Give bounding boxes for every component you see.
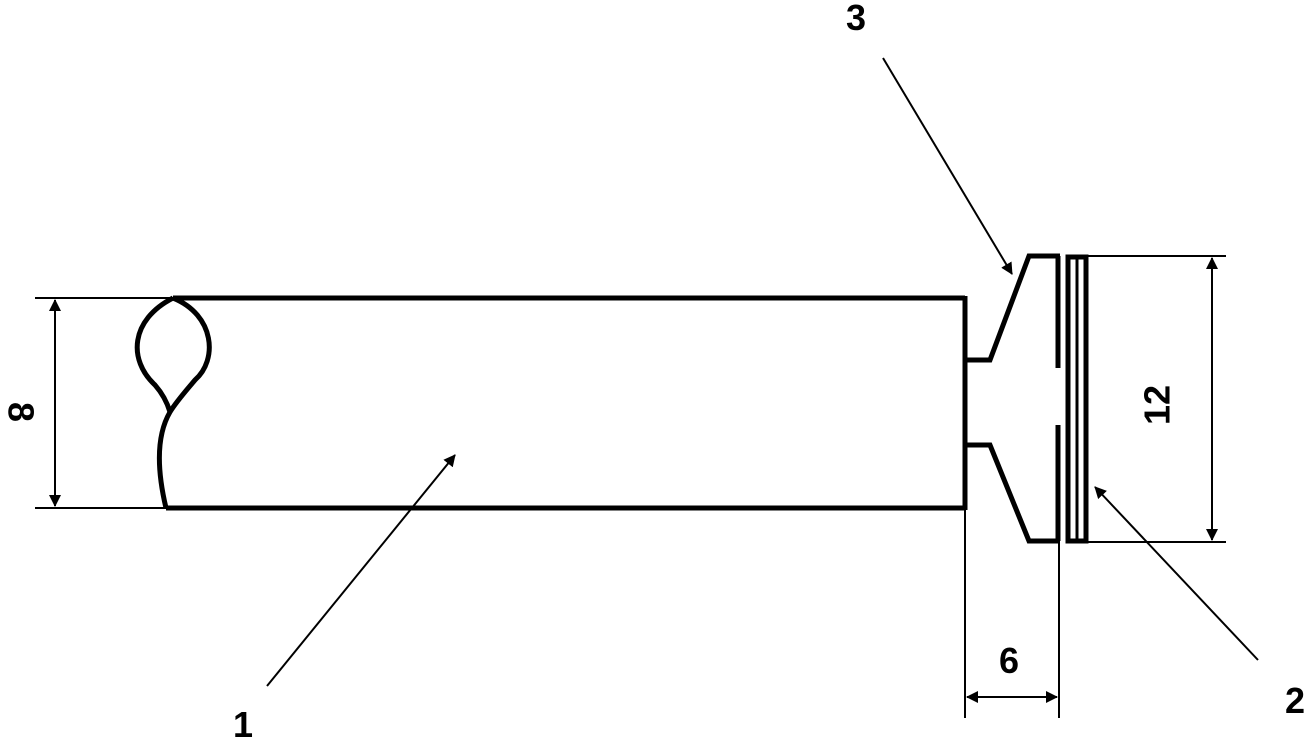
break-line xyxy=(156,295,212,509)
dimension-label-8: 8 xyxy=(0,402,41,422)
callout-3: 3 xyxy=(846,0,866,38)
dimension-bottom-length: 6 xyxy=(964,510,1060,718)
dimension-right-height: 12 xyxy=(1086,255,1226,543)
leader-lines xyxy=(266,57,1259,687)
leader-part-3 xyxy=(882,57,1013,275)
plate-part-2 xyxy=(1065,254,1089,544)
leader-part-1 xyxy=(266,454,456,687)
dimension-left-height: 8 xyxy=(0,297,175,509)
callout-1: 1 xyxy=(233,704,253,743)
dimension-label-12: 12 xyxy=(1137,385,1178,425)
leader-part-2 xyxy=(1094,486,1259,661)
plate-outline xyxy=(1065,254,1089,544)
dimension-label-6: 6 xyxy=(999,640,1019,681)
neck-part-3 xyxy=(965,253,1061,544)
neck-upper-outline xyxy=(965,253,1060,363)
callout-2: 2 xyxy=(1285,680,1305,721)
break-line-return xyxy=(134,295,175,413)
body-part-1 xyxy=(134,295,968,511)
neck-lower-outline xyxy=(965,442,1060,544)
